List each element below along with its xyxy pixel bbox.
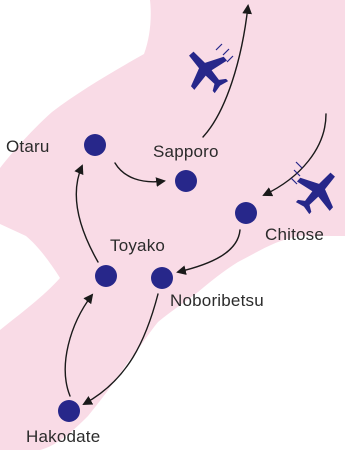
city-marker-noboribetsu[interactable]	[151, 267, 173, 289]
city-marker-otaru[interactable]	[84, 134, 106, 156]
route-arrow	[202, 4, 253, 138]
city-label-chitose: Chitose	[265, 225, 324, 244]
city-label-toyako: Toyako	[110, 236, 165, 255]
route-arrow	[176, 229, 241, 275]
airplane-icon	[189, 51, 229, 94]
city-label-noboribetsu: Noboribetsu	[170, 291, 264, 310]
route-arrow	[114, 162, 166, 187]
city-marker-sapporo[interactable]	[175, 170, 197, 192]
city-marker-toyako[interactable]	[95, 265, 117, 287]
route-arrow	[262, 113, 327, 197]
city-label-hakodate: Hakodate	[26, 427, 100, 446]
route-arrow	[64, 293, 94, 397]
airplane-trail	[215, 43, 234, 63]
airplane-trail	[290, 161, 303, 185]
route-layer	[64, 4, 327, 405]
city-label-sapporo: Sapporo	[153, 142, 219, 161]
route-arrow	[82, 293, 159, 405]
route-arrow	[74, 164, 99, 263]
city-label-otaru: Otaru	[6, 137, 50, 156]
city-marker-chitose[interactable]	[235, 202, 257, 224]
city-marker-hakodate[interactable]	[58, 400, 80, 422]
marker-layer	[58, 134, 257, 422]
land-mass	[252, 0, 345, 56]
label-layer: Otaru Sapporo Chitose Toyako Noboribetsu…	[6, 137, 324, 446]
airplane-icon	[295, 172, 335, 215]
